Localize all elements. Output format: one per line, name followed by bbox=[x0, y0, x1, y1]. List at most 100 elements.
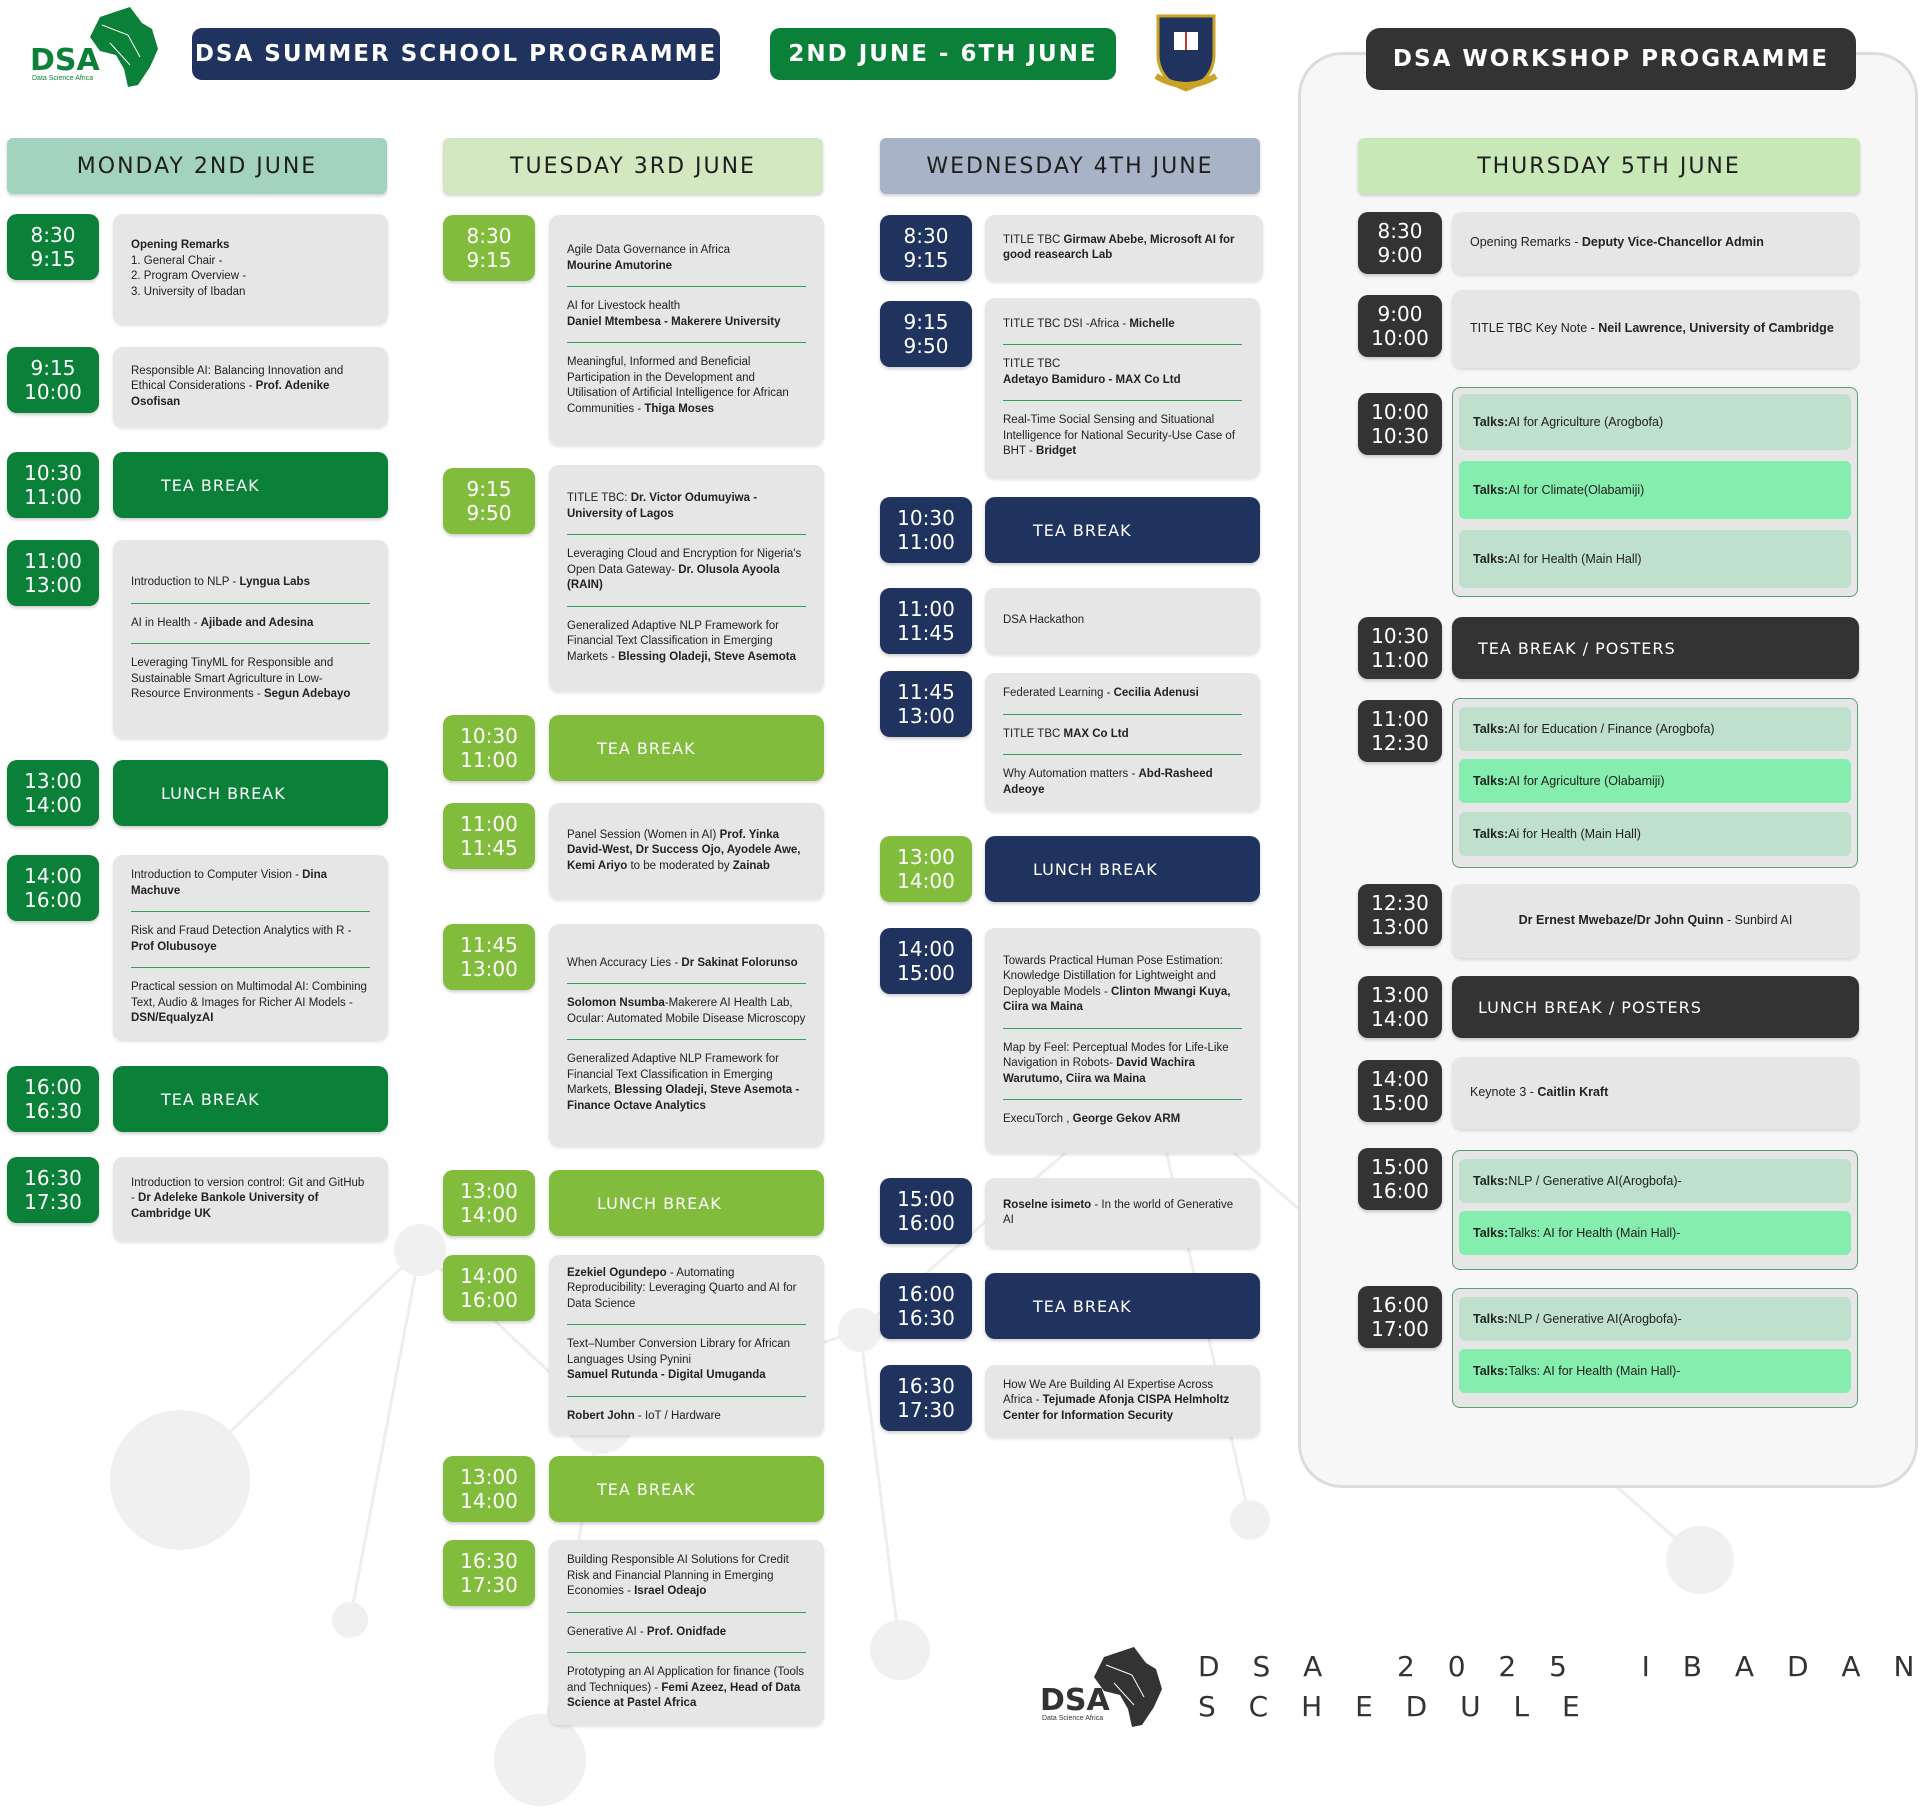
time-start: 8:30 bbox=[1377, 219, 1423, 243]
session-item: DSA Hackathon bbox=[1003, 614, 1085, 627]
break-bar: TEA BREAK bbox=[985, 1273, 1260, 1339]
talk-track: Talks: Ai for Health (Main Hall) bbox=[1459, 812, 1851, 856]
session-card: Introduction to version control: Git and… bbox=[113, 1157, 388, 1241]
time-end: 14:00 bbox=[897, 869, 955, 893]
time-start: 13:00 bbox=[24, 769, 82, 793]
session-card: Introduction to Computer Vision - Dina M… bbox=[113, 855, 388, 1040]
time-end: 11:45 bbox=[897, 621, 955, 645]
time-start: 14:00 bbox=[460, 1264, 518, 1288]
break-bar: TEA BREAK bbox=[113, 1066, 388, 1132]
session-item: Risk and Fraud Detection Analytics with … bbox=[131, 925, 352, 953]
session-card: Towards Practical Human Pose Estimation:… bbox=[985, 928, 1260, 1153]
time-start: 11:00 bbox=[897, 597, 955, 621]
time-start: 16:30 bbox=[897, 1374, 955, 1398]
time-start: 9:15 bbox=[30, 356, 76, 380]
time-start: 11:00 bbox=[1371, 707, 1429, 731]
time-start: 11:45 bbox=[897, 680, 955, 704]
talks-group: Talks: AI for Agriculture (Arogbofa) Tal… bbox=[1452, 387, 1858, 597]
time-end: 10:00 bbox=[1371, 326, 1429, 350]
session-card: Keynote 3 - Caitlin Kraft bbox=[1452, 1057, 1859, 1129]
session-item: When Accuracy Lies - Dr Sakinat Foloruns… bbox=[567, 956, 798, 969]
time-start: 14:00 bbox=[897, 937, 955, 961]
workshop-title: DSA WORKSHOP PROGRAMME bbox=[1366, 28, 1856, 90]
time-end: 17:30 bbox=[460, 1573, 518, 1597]
talk-track: Talks: NLP / Generative AI(Arogbofa)- bbox=[1459, 1297, 1851, 1341]
time-start: 8:30 bbox=[30, 223, 76, 247]
time-end: 12:30 bbox=[1371, 731, 1429, 755]
session-card: When Accuracy Lies - Dr Sakinat Foloruns… bbox=[549, 924, 824, 1146]
session-item: Leveraging TinyML for Responsible and Su… bbox=[131, 657, 351, 701]
session-item: Opening Remarks 1. General Chair - 2. Pr… bbox=[131, 239, 247, 298]
break-bar: TEA BREAK bbox=[549, 1456, 824, 1522]
talk-track: Talks: Talks: AI for Health (Main Hall)- bbox=[1459, 1211, 1851, 1255]
time-start: 15:00 bbox=[897, 1187, 955, 1211]
time-end: 13:00 bbox=[24, 573, 82, 597]
session-item: Keynote 3 - Caitlin Kraft bbox=[1470, 1085, 1609, 1100]
time-end: 15:00 bbox=[1371, 1091, 1429, 1115]
time-start: 11:00 bbox=[24, 549, 82, 573]
session-card: TITLE TBC DSI -Africa - Michelle TITLE T… bbox=[985, 298, 1260, 478]
university-crest-icon bbox=[1154, 14, 1218, 92]
time-end: 9:50 bbox=[903, 334, 949, 358]
time-end: 11:45 bbox=[460, 836, 518, 860]
talk-track: Talks: AI for Agriculture (Arogbofa) bbox=[1459, 394, 1851, 450]
time-start: 16:30 bbox=[24, 1166, 82, 1190]
logo-subtext: Data Science Africa bbox=[32, 75, 94, 82]
day-header-wednesday: WEDNESDAY 4TH JUNE bbox=[880, 138, 1260, 194]
dsa-logo: DSA Data Science Africa bbox=[28, 5, 163, 90]
session-item: Towards Practical Human Pose Estimation:… bbox=[1003, 954, 1231, 1014]
session-item: Opening Remarks - Deputy Vice-Chancellor… bbox=[1470, 235, 1764, 250]
time-end: 14:00 bbox=[460, 1203, 518, 1227]
time-start: 13:00 bbox=[460, 1465, 518, 1489]
session-card: How We Are Building AI Expertise Across … bbox=[985, 1365, 1260, 1437]
session-item: Roselne isimeto - In the world of Genera… bbox=[1003, 1198, 1234, 1227]
time-end: 9:00 bbox=[1377, 243, 1423, 267]
session-item: TITLE TBC DSI -Africa - Michelle bbox=[1003, 317, 1175, 330]
session-item: Map by Feel: Perceptual Modes for Life-L… bbox=[1003, 1041, 1229, 1085]
session-item: Building Responsible AI Solutions for Cr… bbox=[567, 1554, 789, 1598]
time-end: 14:00 bbox=[24, 793, 82, 817]
time-end: 14:00 bbox=[460, 1489, 518, 1513]
break-bar: TEA BREAK / POSTERS bbox=[1452, 617, 1859, 679]
time-start: 14:00 bbox=[1371, 1067, 1429, 1091]
time-start: 15:00 bbox=[1371, 1155, 1429, 1179]
time-start: 8:30 bbox=[466, 224, 512, 248]
time-start: 8:30 bbox=[903, 224, 949, 248]
session-item: ExecuTorch , George Gekov ARM bbox=[1003, 1113, 1181, 1125]
talk-track: Talks: AI for Climate(Olabamiji) bbox=[1459, 461, 1851, 519]
session-item: Panel Session (Women in AI) Prof. Yinka … bbox=[567, 828, 801, 872]
day-header-monday: MONDAY 2ND JUNE bbox=[7, 138, 387, 194]
session-item: Solomon Nsumba-Makerere AI Health Lab, O… bbox=[567, 997, 806, 1025]
time-start: 14:00 bbox=[24, 864, 82, 888]
break-bar: TEA BREAK bbox=[113, 452, 388, 518]
session-card: Building Responsible AI Solutions for Cr… bbox=[549, 1540, 824, 1725]
time-end: 17:00 bbox=[1371, 1317, 1429, 1341]
time-start: 13:00 bbox=[897, 845, 955, 869]
time-end: 10:00 bbox=[24, 380, 82, 404]
talk-track: Talks: AI for Health (Main Hall) bbox=[1459, 530, 1851, 588]
session-item: Why Automation matters - Abd-Rasheed Ade… bbox=[1003, 768, 1213, 796]
talk-track: Talks: NLP / Generative AI(Arogbofa)- bbox=[1459, 1159, 1851, 1203]
time-end: 15:00 bbox=[897, 961, 955, 985]
break-bar: LUNCH BREAK / POSTERS bbox=[1452, 976, 1859, 1038]
session-item: Dr Ernest Mwebaze/Dr John Quinn - Sunbir… bbox=[1518, 913, 1793, 928]
time-start: 10:30 bbox=[1371, 624, 1429, 648]
date-range-badge: 2ND JUNE - 6TH JUNE bbox=[770, 28, 1116, 80]
session-item: How We Are Building AI Expertise Across … bbox=[1003, 1378, 1230, 1422]
session-card: TITLE TBC: Dr. Victor Odumuyiwa - Univer… bbox=[549, 465, 824, 691]
